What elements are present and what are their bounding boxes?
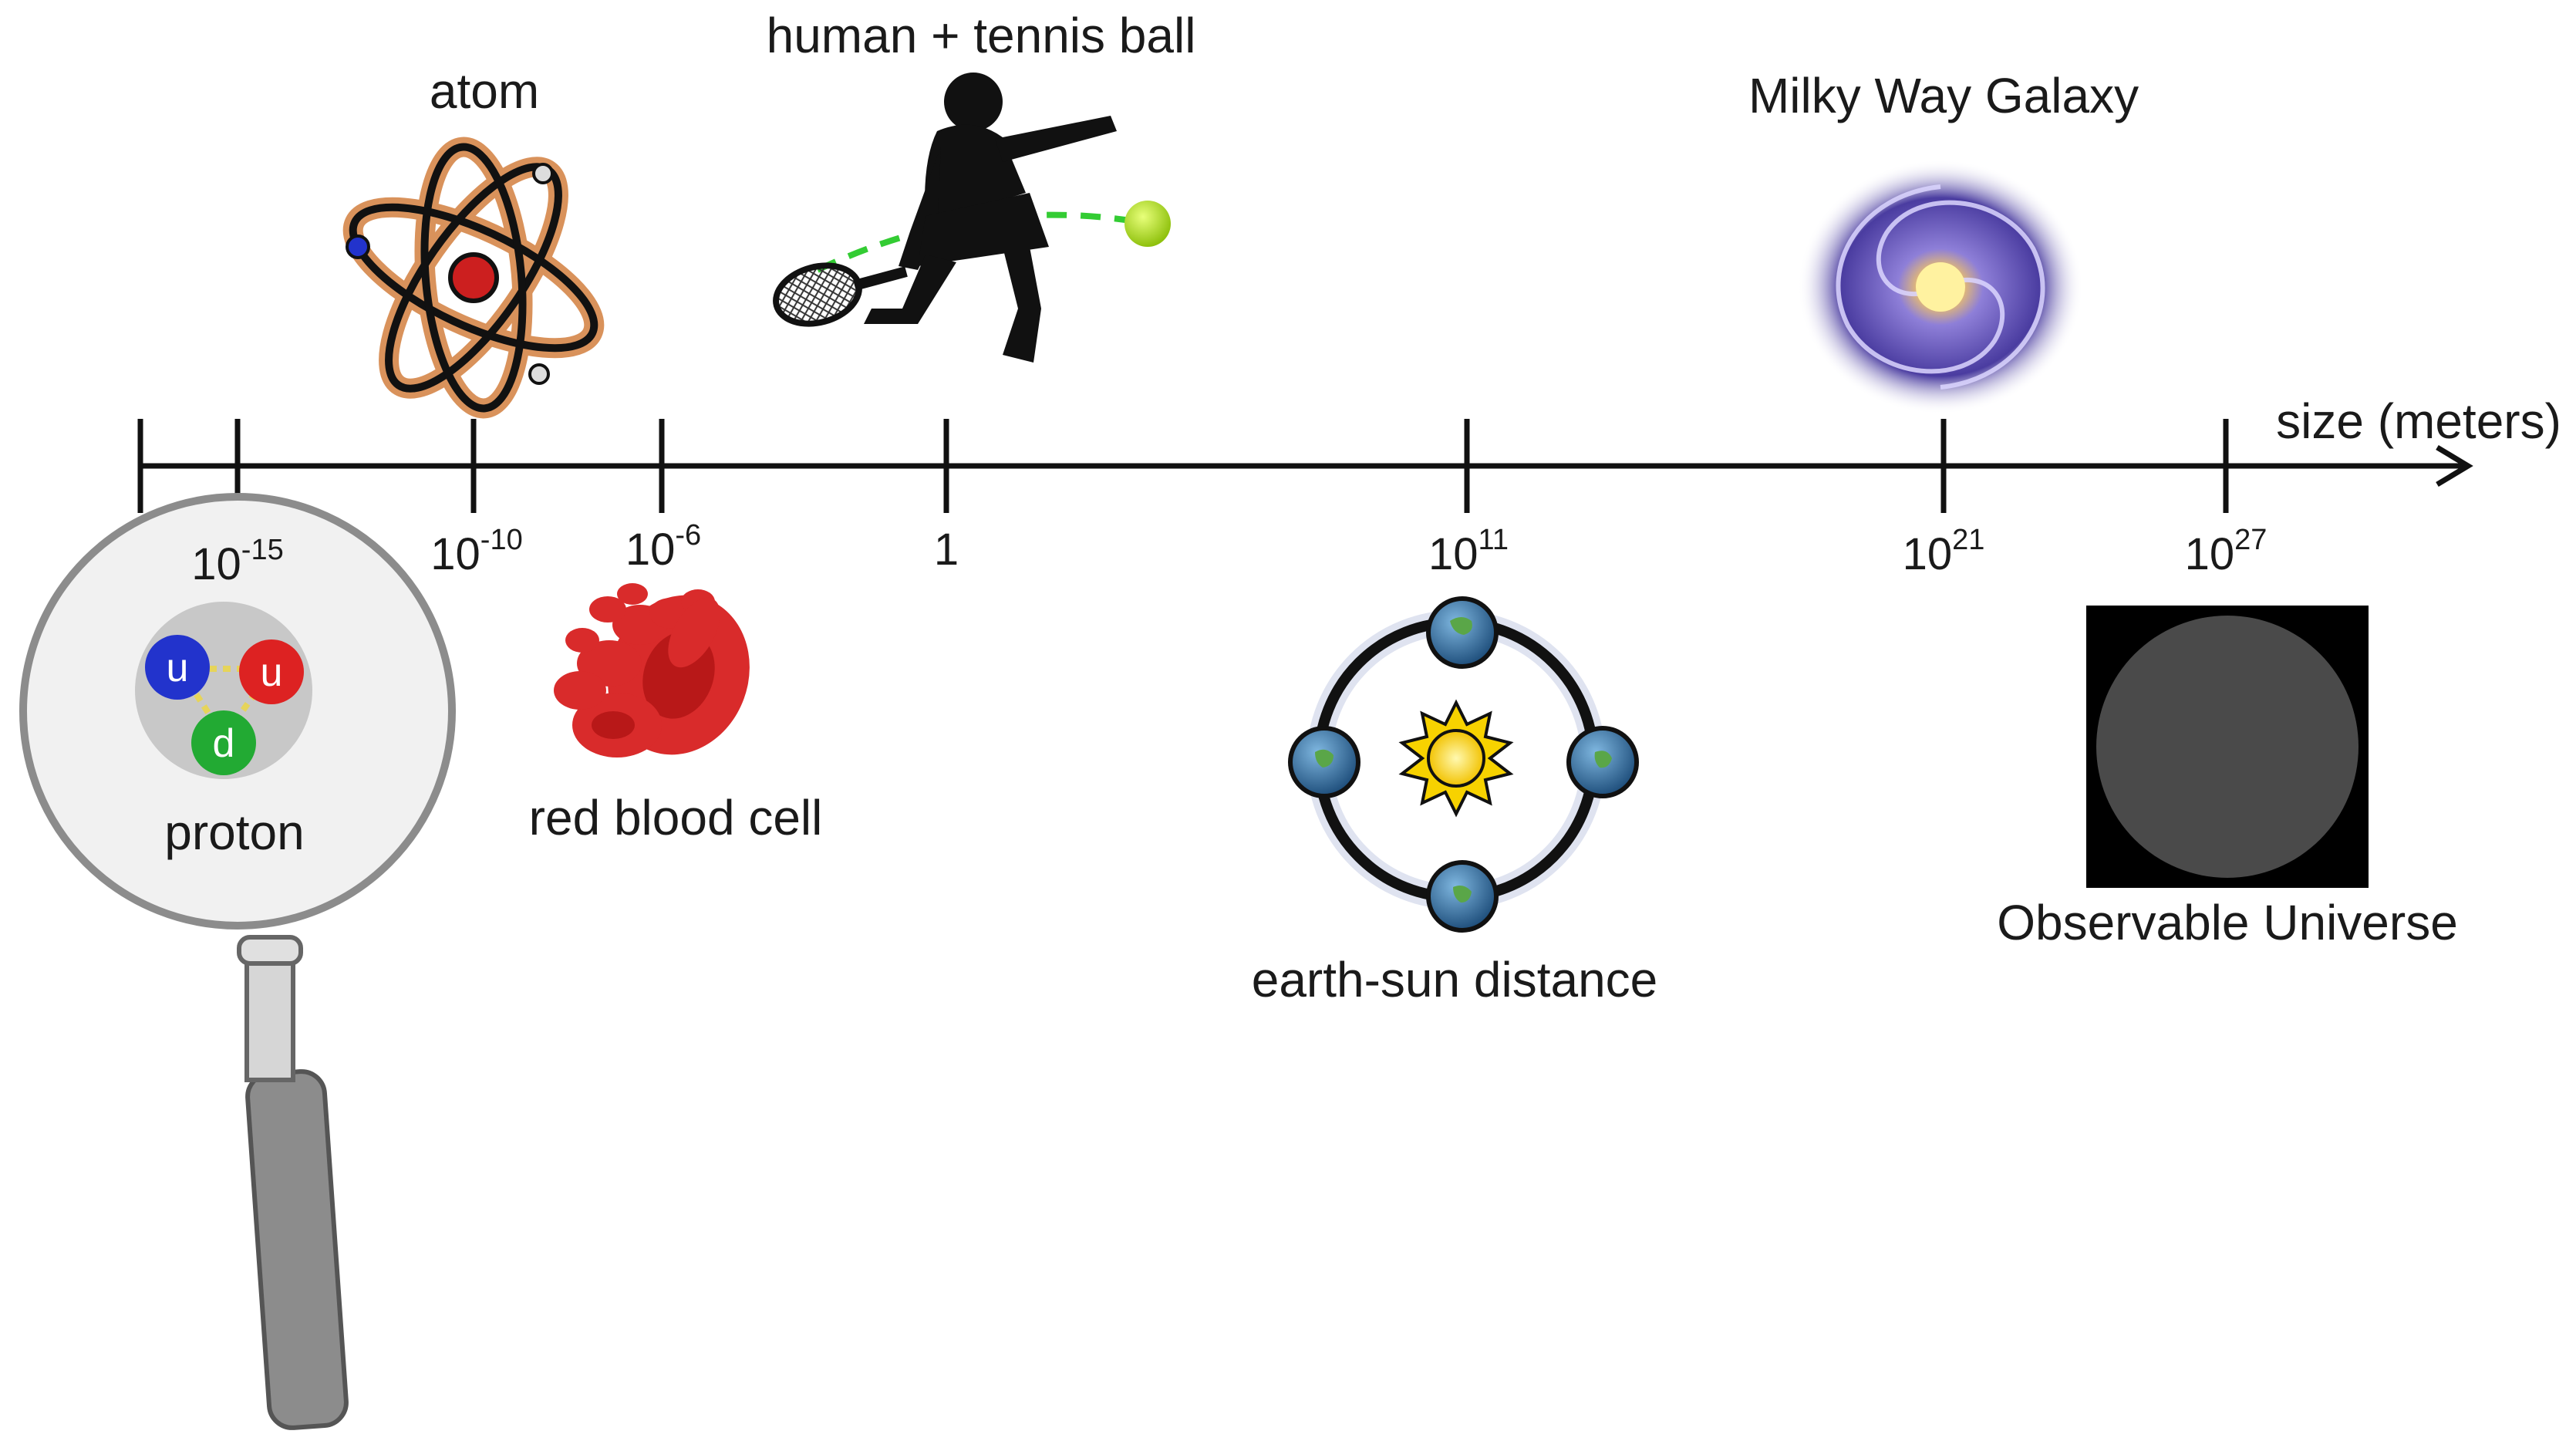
solar-orbit-icon	[1290, 599, 1637, 930]
label-human-tennis-ball: human + tennis ball	[767, 11, 1196, 60]
proton-icon: u u d	[135, 602, 312, 779]
red-blood-cell-icon	[554, 575, 771, 775]
size-axis	[140, 419, 2468, 513]
tick-label-1e21: 1021	[1903, 532, 1985, 577]
galaxy-icon	[1798, 160, 2083, 414]
label-axis-size: size (meters)	[2276, 396, 2561, 446]
tick-label-1e11: 1011	[1428, 532, 1509, 577]
quark-down: d	[213, 721, 235, 766]
universe-icon	[2086, 606, 2369, 888]
label-atom: atom	[430, 66, 539, 116]
label-proton: proton	[164, 808, 304, 857]
atom-icon	[335, 143, 613, 413]
tick-label-1e-10: 10-10	[430, 532, 522, 577]
tick-label-1e-15: 10-15	[191, 542, 283, 587]
tennis-player-icon	[770, 73, 1171, 363]
quark-up-2: u	[261, 650, 283, 695]
tick-label-1e27: 1027	[2185, 532, 2267, 577]
label-red-blood-cell: red blood cell	[529, 793, 823, 842]
quark-up-1: u	[167, 646, 189, 690]
tick-label-1: 1	[934, 528, 959, 572]
label-milky-way-galaxy: Milky Way Galaxy	[1748, 71, 2139, 120]
label-observable-universe: Observable Universe	[1997, 898, 2458, 947]
tick-label-1e-6: 10-6	[625, 528, 701, 572]
label-earth-sun-distance: earth-sun distance	[1252, 955, 1658, 1004]
